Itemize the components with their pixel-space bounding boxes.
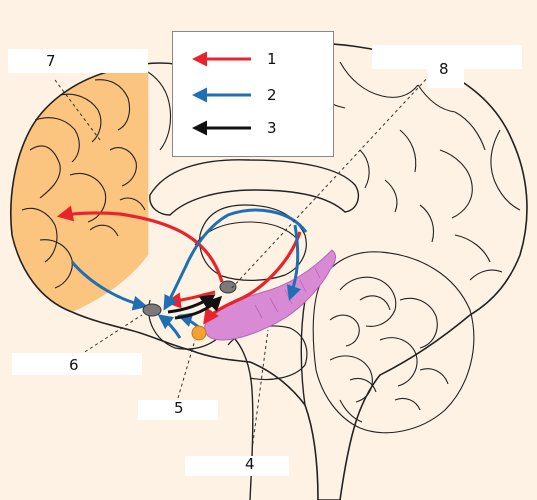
legend-red-arrow xyxy=(192,51,251,67)
red-arrow-to-prefrontal xyxy=(56,205,224,283)
cerebellum xyxy=(312,251,475,434)
leader-7 xyxy=(54,79,101,141)
legend-item-3: 3 xyxy=(173,115,333,141)
legend-item-2: 2 xyxy=(173,82,333,108)
amygdala-node xyxy=(191,325,207,341)
label-box-5 xyxy=(138,400,218,420)
brain-outline xyxy=(10,42,528,500)
label-8: 8 xyxy=(439,60,449,78)
leader-5 xyxy=(177,339,196,399)
leader-6 xyxy=(79,314,143,356)
hypothalamus-outline xyxy=(148,299,226,350)
legend-blue-arrow xyxy=(192,87,251,103)
legend-label-1: 1 xyxy=(267,50,277,68)
label-box-8 xyxy=(372,45,522,69)
legend: 1 2 3 xyxy=(172,31,334,157)
black-pathways xyxy=(167,294,223,320)
leader-lines xyxy=(54,74,431,451)
legend-black-arrow xyxy=(192,120,251,136)
legend-label-3: 3 xyxy=(267,119,277,137)
label-6: 6 xyxy=(69,356,79,374)
blue-arrow-up-to-node xyxy=(157,314,182,339)
black-arrow-2 xyxy=(174,295,223,320)
blue-arrow-hippo-to-node xyxy=(286,224,302,301)
leader-8 xyxy=(229,74,431,291)
magenta-nucleus xyxy=(204,249,337,341)
label-box-7 xyxy=(8,49,148,73)
prefrontal-region xyxy=(10,72,148,312)
label-5: 5 xyxy=(174,399,184,417)
vta-node xyxy=(219,280,237,294)
leader-4 xyxy=(251,329,269,451)
label-7: 7 xyxy=(46,52,56,70)
red-arrow-vta xyxy=(203,231,302,325)
label-box-8b xyxy=(427,66,464,88)
corpus-callosum xyxy=(149,159,360,216)
legend-label-2: 2 xyxy=(267,86,277,104)
blue-arrow-arch xyxy=(163,208,308,311)
label-box-6 xyxy=(12,353,142,375)
blue-arrow-prefrontal-to-node xyxy=(70,261,148,311)
legend-item-1: 1 xyxy=(173,46,333,72)
label-4: 4 xyxy=(245,455,255,473)
nucleus-accumbens-node xyxy=(142,303,162,317)
label-box-4 xyxy=(185,456,289,476)
